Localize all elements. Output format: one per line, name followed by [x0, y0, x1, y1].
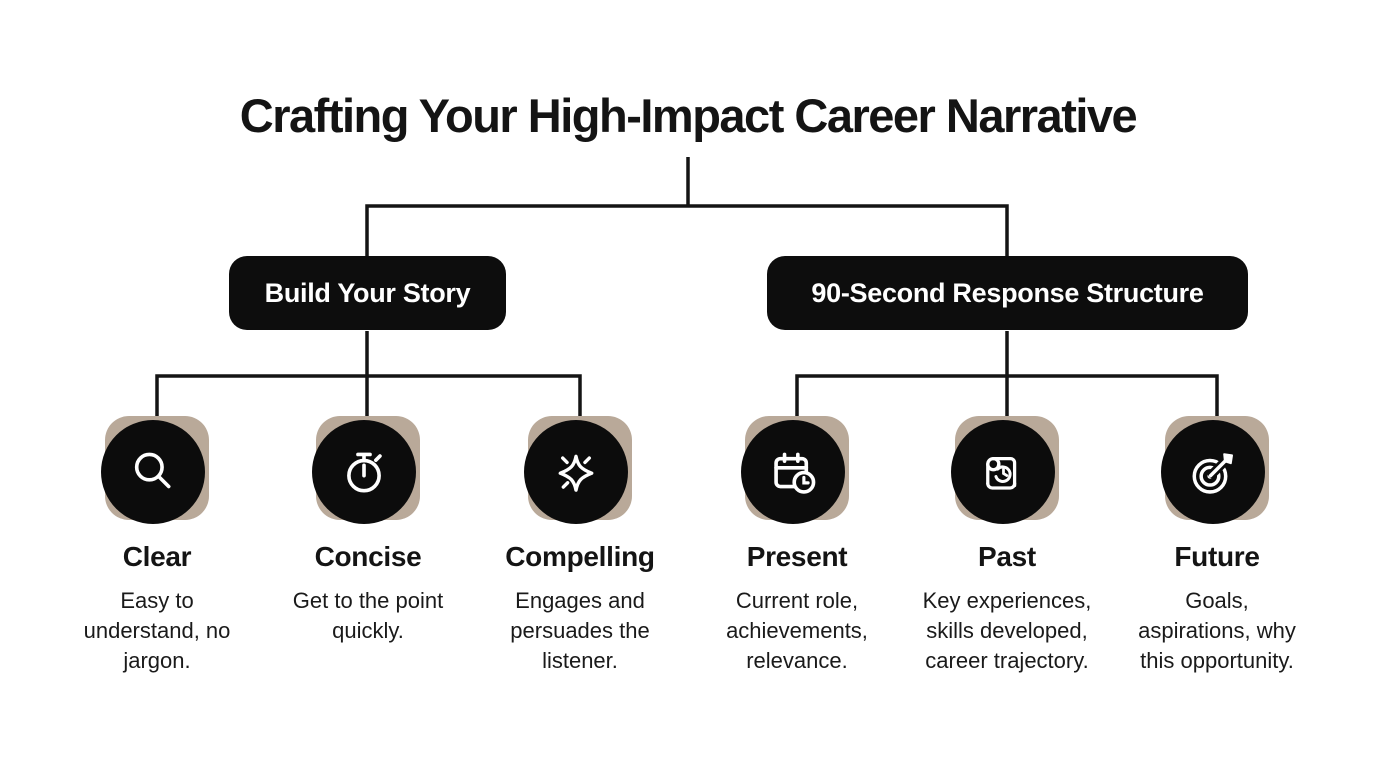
icon-tile	[951, 416, 1059, 524]
item-label: Past	[978, 541, 1036, 572]
leaf-clear: Clear Easy to understand, no jargon.	[52, 416, 262, 676]
icon-tile	[312, 416, 420, 524]
item-description: Current role, achievements, relevance.	[726, 588, 868, 673]
icon-tile	[101, 416, 209, 524]
icon-circle	[951, 420, 1055, 524]
leaf-compelling: Compelling Engages and persuades the lis…	[475, 416, 685, 676]
icon-circle	[741, 420, 845, 524]
item-label: Concise	[314, 541, 422, 572]
item-description: Goals, aspirations, why this opportunity…	[1138, 588, 1296, 673]
item-description: Get to the point quickly.	[292, 588, 444, 643]
leaf-present: Present Current role, achievements, rele…	[692, 416, 902, 676]
item-label: Clear	[122, 541, 192, 572]
item-description: Easy to understand, no jargon.	[83, 588, 231, 673]
icon-tile	[741, 416, 849, 524]
search-icon	[134, 452, 171, 489]
item-label: Future	[1174, 541, 1260, 572]
sparkle-icon	[558, 454, 594, 492]
scroll-history-icon	[986, 456, 1017, 490]
leaf-past: Past Key experiences, skills developed, …	[902, 416, 1112, 676]
leaf-concise: Concise Get to the point quickly.	[263, 416, 473, 646]
icon-circle	[1161, 420, 1265, 524]
item-description: Key experiences, skills developed, caree…	[922, 588, 1092, 673]
item-label: Present	[746, 541, 848, 572]
calendar-clock-icon	[774, 452, 816, 494]
item-description: Engages and persuades the listener.	[510, 588, 650, 673]
icon-circle	[524, 420, 628, 524]
page-title: Crafting Your High-Impact Career Narrati…	[239, 89, 1138, 142]
icon-tile	[1161, 416, 1269, 524]
item-label: Compelling	[505, 541, 655, 572]
branch-node-response-structure: 90-Second Response Structure	[767, 256, 1248, 330]
target-arrow-icon	[1192, 453, 1233, 494]
icon-tile	[524, 416, 632, 524]
leaf-future: Future Goals, aspirations, why this oppo…	[1112, 416, 1322, 676]
stopwatch-icon	[347, 452, 382, 493]
branch-node-build-your-story: Build Your Story	[229, 256, 506, 330]
icon-circle	[312, 420, 416, 524]
icon-circle	[101, 420, 205, 524]
